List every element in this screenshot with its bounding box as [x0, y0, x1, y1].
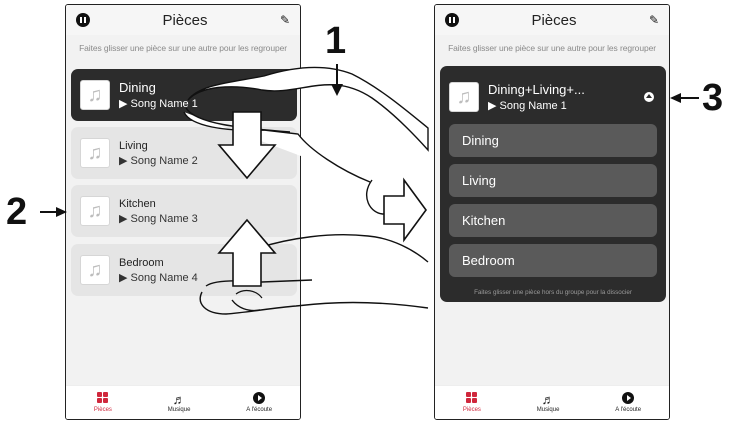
- pause-icon[interactable]: [445, 13, 459, 27]
- tab-label: Musique: [536, 407, 560, 413]
- tab-music[interactable]: ♬ Musique: [537, 392, 560, 413]
- group-member-living[interactable]: Living: [449, 164, 657, 197]
- collapse-icon[interactable]: [644, 92, 654, 102]
- tab-label: Pièces: [462, 407, 481, 413]
- callout-1: 1: [325, 20, 347, 62]
- group-hint: Faites glisser une pièce sur une autre p…: [448, 43, 656, 53]
- tab-label: A l'écoute: [615, 407, 642, 413]
- header: Pièces ✎: [66, 5, 300, 35]
- music-note-icon: ♬: [172, 392, 186, 407]
- music-note-icon: ♫: [80, 80, 110, 110]
- room-group-card[interactable]: ♫ Dining+Living+... ▶ Song Name 1 Dining…: [440, 66, 666, 302]
- tab-now-playing[interactable]: A l'écoute: [615, 392, 641, 413]
- tab-music[interactable]: ♬ Musique: [168, 392, 191, 413]
- music-note-icon: ♬: [541, 392, 555, 407]
- group-member-bedroom[interactable]: Bedroom: [449, 244, 657, 277]
- tab-label: A l'écoute: [246, 407, 273, 413]
- callout-2: 2: [6, 191, 28, 233]
- group-hint: Faites glisser une pièce sur une autre p…: [79, 43, 287, 53]
- tab-rooms[interactable]: Pièces: [94, 392, 112, 413]
- room-song: ▶ Song Name 1: [119, 98, 198, 110]
- now-playing-icon: [253, 392, 266, 404]
- page-title: Pièces: [531, 11, 577, 29]
- rooms-grid-icon: [466, 392, 478, 403]
- pause-icon[interactable]: [76, 13, 90, 27]
- upper-hand-illustration: [183, 66, 429, 183]
- room-song: ▶ Song Name 3: [119, 212, 198, 225]
- music-note-icon: ♫: [80, 255, 110, 285]
- pencil-icon[interactable]: ✎: [648, 13, 659, 27]
- group-song: ▶ Song Name 1: [488, 100, 567, 112]
- room-song: ▶ Song Name 4: [119, 271, 198, 284]
- tab-label: Pièces: [93, 407, 112, 413]
- tab-bar: Pièces ♬ Musique A l'écoute: [435, 385, 669, 419]
- pencil-icon[interactable]: ✎: [279, 13, 290, 27]
- drag-up-arrow: [217, 218, 277, 287]
- room-name: Bedroom: [119, 256, 164, 269]
- tab-now-playing[interactable]: A l'écoute: [246, 392, 272, 413]
- group-name: Dining+Living+...: [488, 82, 585, 97]
- room-name: Kitchen: [119, 197, 156, 210]
- music-note-icon: ♫: [80, 138, 110, 168]
- lower-hand-illustration: [199, 234, 429, 315]
- music-note-icon: ♫: [80, 196, 110, 226]
- group-member-kitchen[interactable]: Kitchen: [449, 204, 657, 237]
- tab-bar: Pièces ♬ Musique A l'écoute: [66, 385, 300, 419]
- right-phone-screen: Pièces ✎ Faites glisser une pièce sur un…: [434, 4, 670, 420]
- music-note-icon: ♫: [449, 82, 479, 112]
- room-name: Dining: [119, 80, 156, 95]
- now-playing-icon: [622, 392, 635, 404]
- rooms-grid-icon: [97, 392, 109, 403]
- ungroup-hint: Faites glisser une pièce hors du groupe …: [474, 289, 632, 296]
- header: Pièces ✎: [435, 5, 669, 35]
- tab-label: Musique: [167, 407, 191, 413]
- room-song: ▶ Song Name 2: [119, 154, 198, 167]
- callout-3: 3: [702, 77, 724, 119]
- drag-down-arrow: [217, 111, 277, 180]
- transition-arrow: [383, 177, 427, 243]
- tab-rooms[interactable]: Pièces: [463, 392, 481, 413]
- room-card-kitchen[interactable]: ♫ Kitchen ▶ Song Name 3: [71, 185, 297, 237]
- page-title: Pièces: [162, 11, 208, 29]
- room-name: Living: [119, 139, 148, 152]
- group-member-dining[interactable]: Dining: [449, 124, 657, 157]
